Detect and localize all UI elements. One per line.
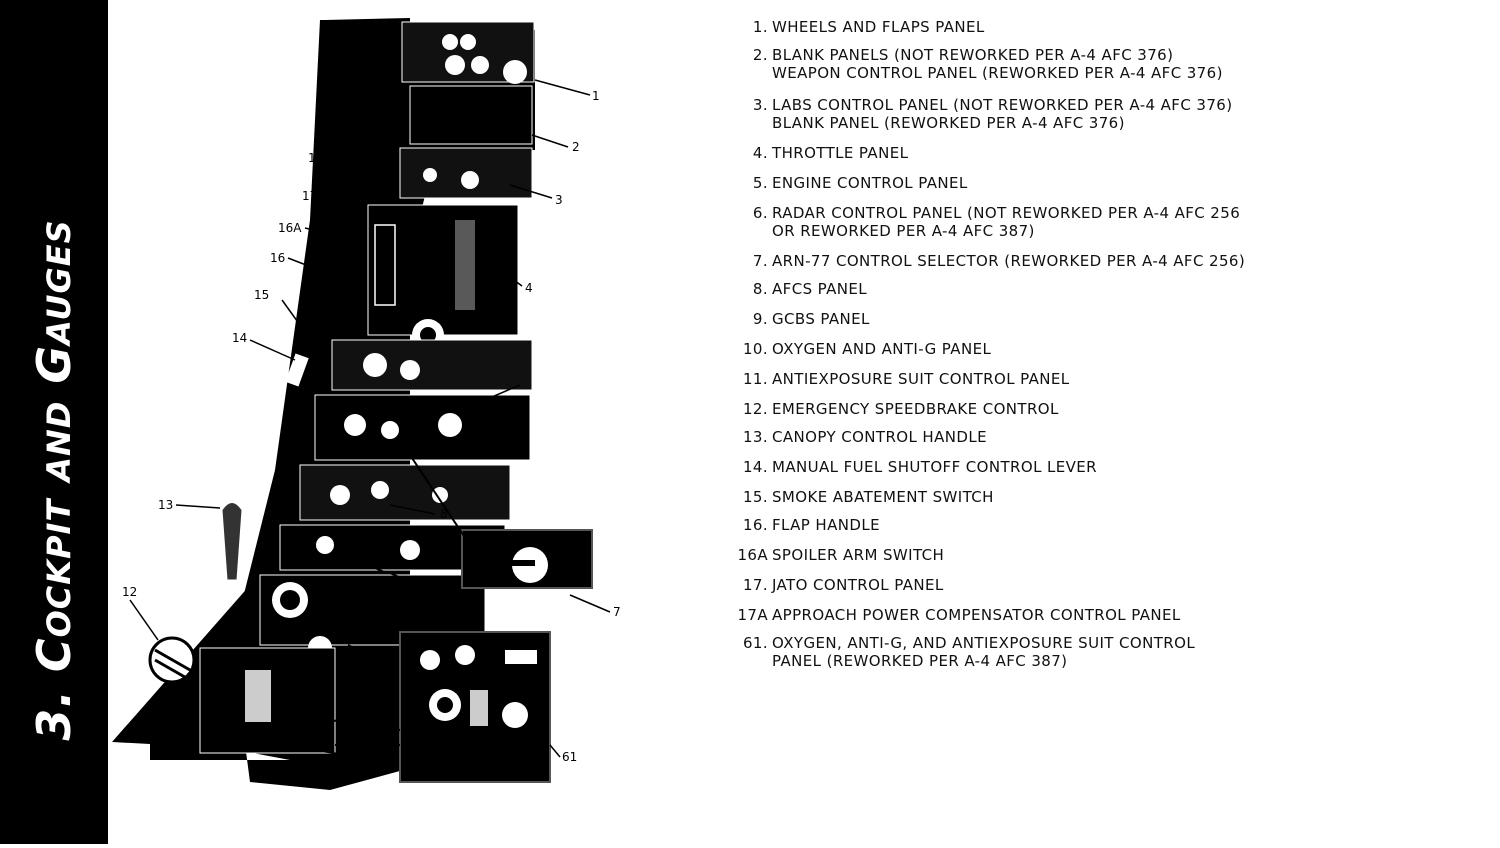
legend-text: GCBS PANEL [772,310,870,328]
legend-number: 13. [742,428,768,446]
legend-text: ANTIEXPOSURE SUIT CONTROL PANEL [772,370,1070,388]
callout-11: 11 [355,748,370,762]
legend-number: 3. [752,96,768,114]
legend-number: 1. [752,18,768,36]
legend-number: 16. [742,516,768,534]
callout-9: 9 [417,575,425,589]
canopy-control-handle [221,502,243,581]
legend-item: 10.OXYGEN AND ANTI-G PANEL [726,340,991,358]
callout-14: 14 [232,331,247,345]
engine-control-panel [331,339,533,391]
legend-text: OXYGEN AND ANTI-G PANEL [772,340,992,358]
panel-illustration: 1 2 3 4 5 6 8 9 7 10 11 61 12 13 14 15 1… [112,18,621,790]
radar-panel [314,394,531,461]
legend-item: 16.FLAP HANDLE [726,516,880,534]
legend-number: 17A [737,606,768,624]
legend-item: 2.BLANK PANELS (NOT REWORKED PER A-4 AFC… [726,46,1223,82]
callout-12: 12 [122,585,137,599]
legend-item: 7.ARN-77 CONTROL SELECTOR (REWORKED PER … [726,252,1245,270]
legend-text: CANOPY CONTROL HANDLE [772,428,987,446]
legend-text: OXYGEN, ANTI-G, AND ANTIEXPOSURE SUIT CO… [772,634,1196,652]
legend-text: EMERGENCY SPEEDBRAKE CONTROL [772,400,1059,418]
callout-3: 3 [555,193,563,207]
legend-item: 61.OXYGEN, ANTI-G, AND ANTIEXPOSURE SUIT… [726,634,1195,670]
legend-item: 9.GCBS PANEL [726,310,870,328]
legend-text: THROTTLE PANEL [772,144,909,162]
legend-text: WHEELS AND FLAPS PANEL [772,18,985,36]
legend-item: 8.AFCS PANEL [726,280,867,298]
legend-text: RADAR CONTROL PANEL (NOT REWORKED PER A-… [772,204,1241,222]
legend-text: OR REWORKED PER A-4 AFC 387) [772,222,1035,240]
side-bar: 3. Cockpit and Gauges [0,0,108,844]
callout-61: 61 [562,750,577,764]
legend-item: 4.THROTTLE PANEL [726,144,908,162]
callout-4: 4 [525,281,533,295]
legend-number: 4. [752,144,768,162]
legend-number: 15. [742,488,768,506]
legend-text: LABS CONTROL PANEL (NOT REWORKED PER A-4… [772,96,1233,114]
legend-text: SMOKE ABATEMENT SWITCH [772,488,994,506]
callout-13: 13 [158,498,173,512]
legend-number: 16A [737,546,768,564]
blank-panel [409,85,533,145]
legend-number: 2. [752,46,768,64]
callout-2: 2 [572,140,580,154]
legend-number: 61. [742,634,768,652]
legend-item: 3.LABS CONTROL PANEL (NOT REWORKED PER A… [726,96,1232,132]
legend-item: 12.EMERGENCY SPEEDBRAKE CONTROL [726,400,1059,418]
legend-number: 6. [752,204,768,222]
legend-number: 14. [742,458,768,476]
legend-number: 5. [752,174,768,192]
legend-number: 8. [752,280,768,298]
legend-item: 14.MANUAL FUEL SHUTOFF CONTROL LEVER [726,458,1097,476]
callout-6: 6 [463,444,471,458]
legend-text: FLAP HANDLE [772,516,880,534]
callout-7: 7 [613,605,621,619]
legend-item: 15.SMOKE ABATEMENT SWITCH [726,488,994,506]
legend-item: 5.ENGINE CONTROL PANEL [726,174,968,192]
legend-text: JATO CONTROL PANEL [772,576,944,594]
legend-item: 6.RADAR CONTROL PANEL (NOT REWORKED PER … [726,204,1240,240]
legend-number: 11. [742,370,768,388]
callout-16: 16 [270,251,285,265]
side-title: 3. Cockpit and Gauges [27,219,81,741]
legend-text: SPOILER ARM SWITCH [772,546,945,564]
legend-text: ENGINE CONTROL PANEL [772,174,968,192]
labs-panel [399,147,533,199]
cockpit-panel-diagram: 1 2 3 4 5 6 8 9 7 10 11 61 12 13 14 15 1… [110,0,670,844]
legend-text: PANEL (REWORKED PER A-4 AFC 387) [772,652,1068,670]
legend-item: 11.ANTIEXPOSURE SUIT CONTROL PANEL [726,370,1070,388]
legend-text: WEAPON CONTROL PANEL (REWORKED PER A-4 A… [772,64,1223,82]
callout-5: 5 [482,396,490,410]
legend-text: ARN-77 CONTROL SELECTOR (REWORKED PER A-… [772,252,1246,270]
manual-fuel-shutoff-lever [285,353,309,387]
legend-number: 12. [742,400,768,418]
callout-16a: 16A [278,221,302,235]
callout-17a: 17A [308,151,332,165]
legend-item: 17.JATO CONTROL PANEL [726,576,944,594]
legend-text: BLANK PANELS (NOT REWORKED PER A-4 AFC 3… [772,46,1174,64]
leader-lines [129,79,611,758]
legend-text: MANUAL FUEL SHUTOFF CONTROL LEVER [772,458,1097,476]
legend-number: 10. [742,340,768,358]
legend-number: 7. [752,252,768,270]
legend-number: 9. [752,310,768,328]
legend-number: 17. [742,576,768,594]
callout-10: 10 [382,650,397,664]
legend-text: BLANK PANEL (REWORKED PER A-4 AFC 376) [772,114,1125,132]
legend-item: 1.WHEELS AND FLAPS PANEL [726,18,985,36]
legend-text: APPROACH POWER COMPENSATOR CONTROL PANEL [772,606,1181,624]
callout-15: 15 [254,288,269,302]
callout-17: 17 [302,189,317,203]
legend-item: 13.CANOPY CONTROL HANDLE [726,428,987,446]
callout-1: 1 [592,89,600,103]
callout-8: 8 [440,507,448,521]
legend-text: AFCS PANEL [772,280,868,298]
